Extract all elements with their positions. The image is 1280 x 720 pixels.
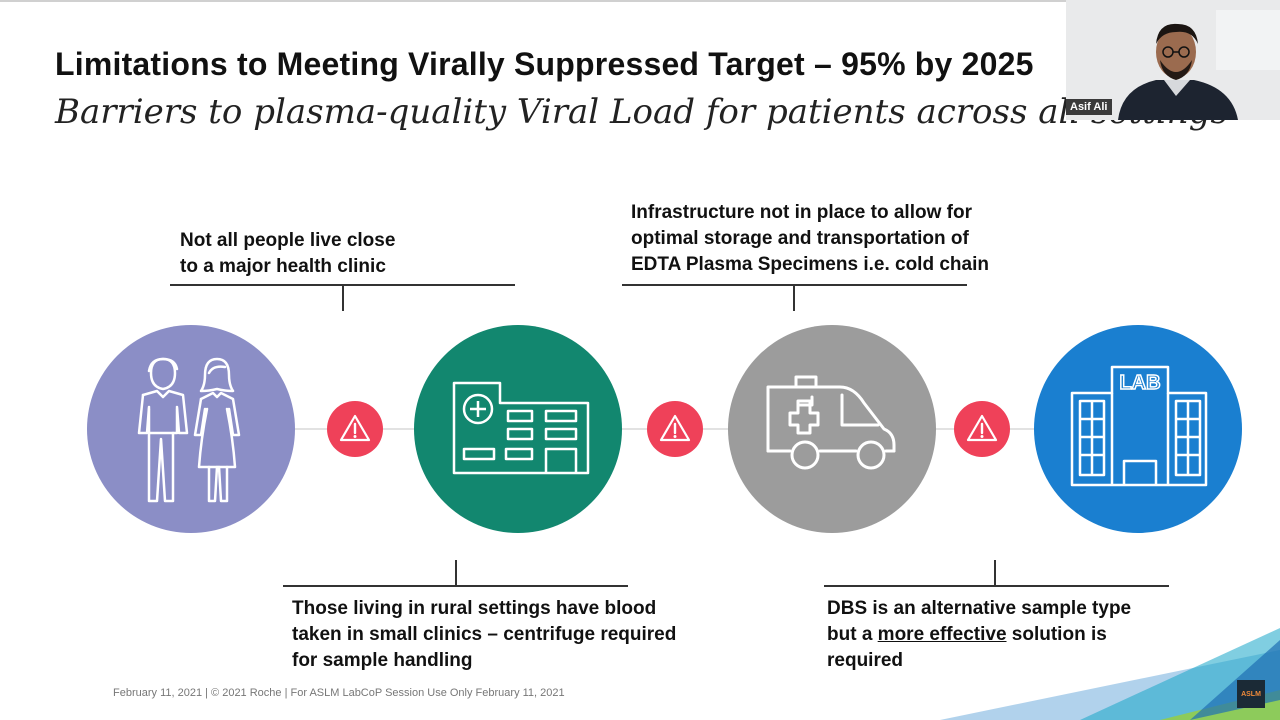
warning-triangle-icon [339,414,371,442]
people-circle [87,325,295,533]
callout-line: Infrastructure not in place to allow for [631,202,972,223]
callout-line: for sample handling [292,650,473,671]
aslm-logo: ASLM [1237,680,1265,708]
callout-line: required [827,650,904,671]
callout-pointer [994,560,996,586]
callout-divider [283,585,628,587]
warning-badge [647,401,703,457]
callout-text: but a [827,624,878,645]
slide-subtitle: Barriers to plasma-quality Viral Load fo… [55,92,1228,132]
ambulance-icon [766,375,896,470]
callout-line: optimal storage and transportation of [631,228,969,249]
callout-line: Not all people live close [180,230,396,251]
callout-line: taken in small clinics – centrifuge requ… [292,624,677,645]
callout-divider [824,585,1169,587]
callout-line: EDTA Plasma Specimens i.e. cold chain [631,254,989,275]
callout-rural: Those living in rural settings have bloo… [292,596,676,674]
lab-label: LAB [1119,372,1160,394]
callout-infrastructure: Infrastructure not in place to allow for… [631,200,989,278]
callout-pointer [455,560,457,586]
callout-text: solution is [1006,624,1107,645]
callout-pointer [342,285,344,311]
clinic-circle [414,325,622,533]
callout-line: to a major health clinic [180,256,386,277]
clinic-building-icon [452,381,590,475]
emphasis-text: more effective [877,624,1007,645]
slide-title: Limitations to Meeting Virally Suppresse… [55,46,1034,82]
ambulance-circle [728,325,936,533]
warning-triangle-icon [659,414,691,442]
callout-line: DBS is an alternative sample type [827,598,1132,619]
participant-name-tag: Asif Ali [1066,99,1112,115]
warning-triangle-icon [966,414,998,442]
warning-badge [327,401,383,457]
callout-pointer [793,285,795,311]
top-border [0,0,1280,2]
callout-line: but a more effective solution is [827,622,1131,648]
warning-badge [954,401,1010,457]
callout-dbs: DBS is an alternative sample type but a … [827,596,1131,674]
people-icon [137,357,241,503]
lab-building-icon: LAB [1070,365,1208,487]
callout-distance: Not all people live close to a major hea… [180,228,395,280]
slide-footer: February 11, 2021 | © 2021 Roche | For A… [113,687,565,699]
callout-line: Those living in rural settings have bloo… [292,598,657,619]
lab-circle: LAB [1034,325,1242,533]
